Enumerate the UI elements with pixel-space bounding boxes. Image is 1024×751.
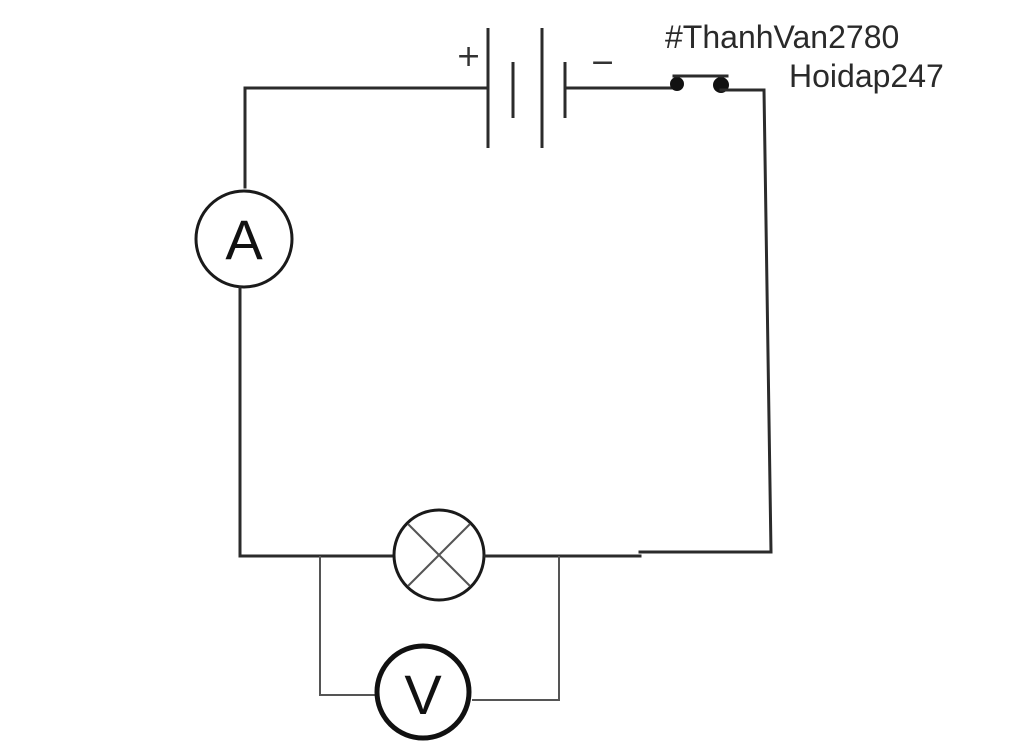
- wire-voltmeter-right: [472, 556, 560, 701]
- lamp: [392, 508, 486, 602]
- wire-right: [638, 88, 773, 554]
- voltmeter-circle: [374, 643, 472, 741]
- switch-terminal-left: [670, 77, 684, 91]
- site-credit: Hoidap247: [789, 58, 944, 94]
- battery-positive-label: +: [456, 39, 481, 74]
- wire-top-left: [243, 86, 490, 189]
- battery-negative-label: −: [590, 45, 615, 80]
- author-credit: #ThanhVan2780: [665, 19, 899, 55]
- wire-voltmeter-left: [319, 556, 376, 696]
- lamp-cross-2: [407, 523, 471, 587]
- ammeter-label: A: [225, 208, 263, 271]
- voltmeter: V: [374, 643, 472, 741]
- switch: [670, 74, 729, 93]
- ammeter: A: [194, 189, 294, 289]
- voltmeter-label: V: [404, 663, 442, 726]
- wire-left: [238, 286, 395, 558]
- battery: [486, 28, 567, 148]
- ammeter-circle: [194, 189, 294, 289]
